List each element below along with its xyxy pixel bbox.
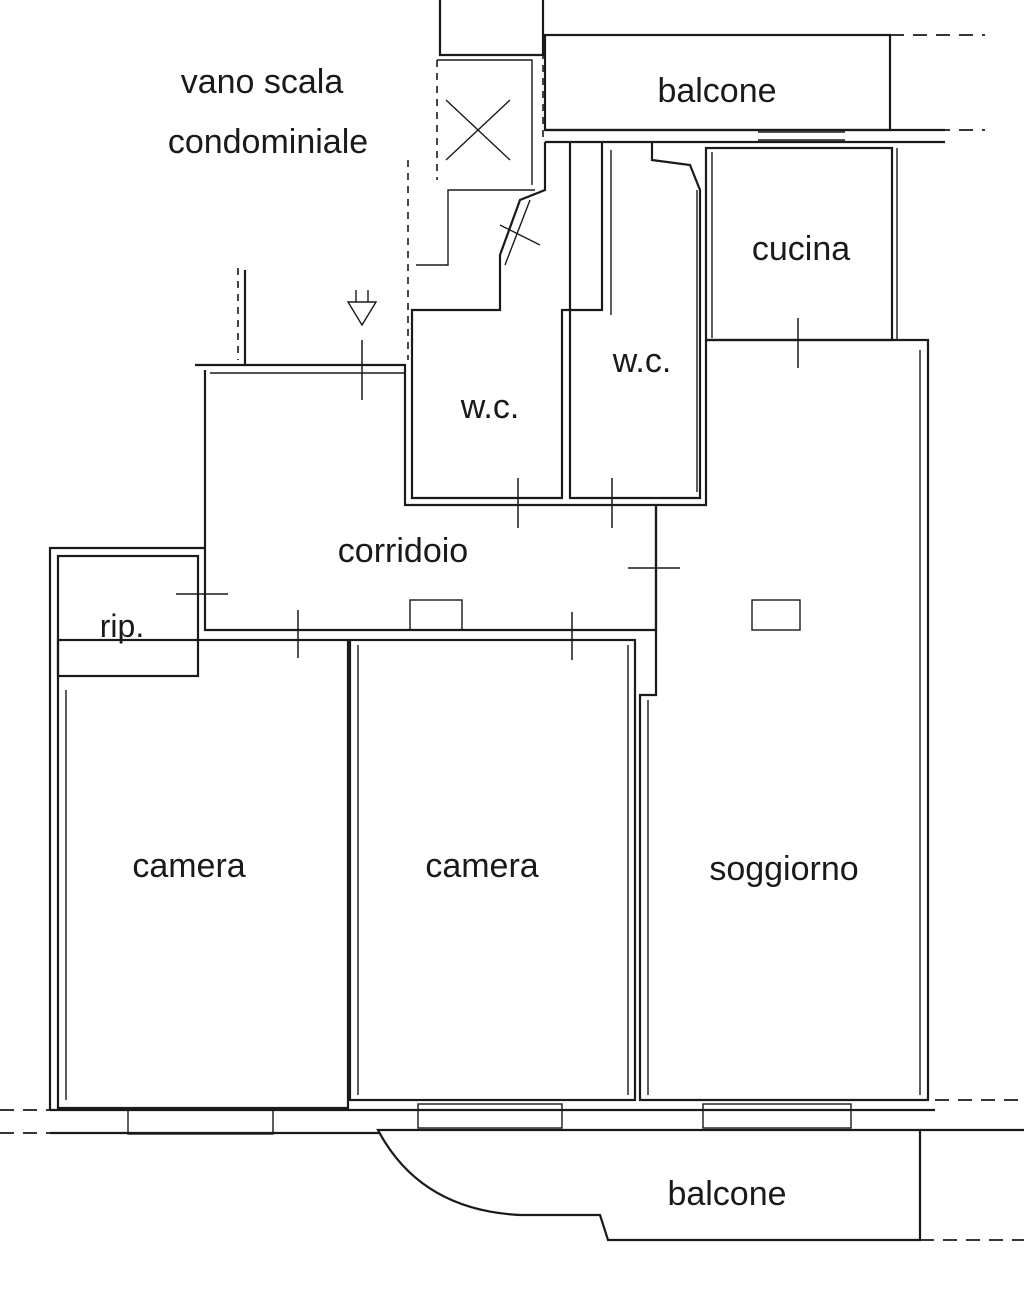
door-marks <box>176 131 845 660</box>
stairwell-area <box>407 0 545 360</box>
storage-room <box>48 546 205 1110</box>
storage-label: rip. <box>100 608 144 644</box>
wc-left-label: w.c. <box>460 388 520 426</box>
bedroom-center-label: camera <box>425 847 538 885</box>
balcony-top <box>543 33 985 144</box>
balcony-bottom-label: balcone <box>667 1175 786 1213</box>
balcony-bottom <box>376 1128 1024 1242</box>
entrance-arrow-icon <box>346 301 378 327</box>
bedroom-left-label: camera <box>132 847 245 885</box>
corridor-label: corridoio <box>338 532 468 570</box>
wc-left-room <box>410 142 572 500</box>
stairwell-label-line2: condominiale <box>168 123 368 161</box>
corridor-room <box>195 268 658 632</box>
kitchen-label: cucina <box>752 230 850 268</box>
balcony-top-label: balcone <box>657 72 776 110</box>
wc-right-label: w.c. <box>612 342 672 380</box>
stairwell-label-line1: vano scala <box>181 63 344 101</box>
wc-right-room <box>568 142 702 500</box>
living-label: soggiorno <box>709 850 858 888</box>
living-room <box>638 338 930 1102</box>
bedroom-center-room <box>348 638 637 1102</box>
bedroom-left-room <box>56 638 350 1110</box>
